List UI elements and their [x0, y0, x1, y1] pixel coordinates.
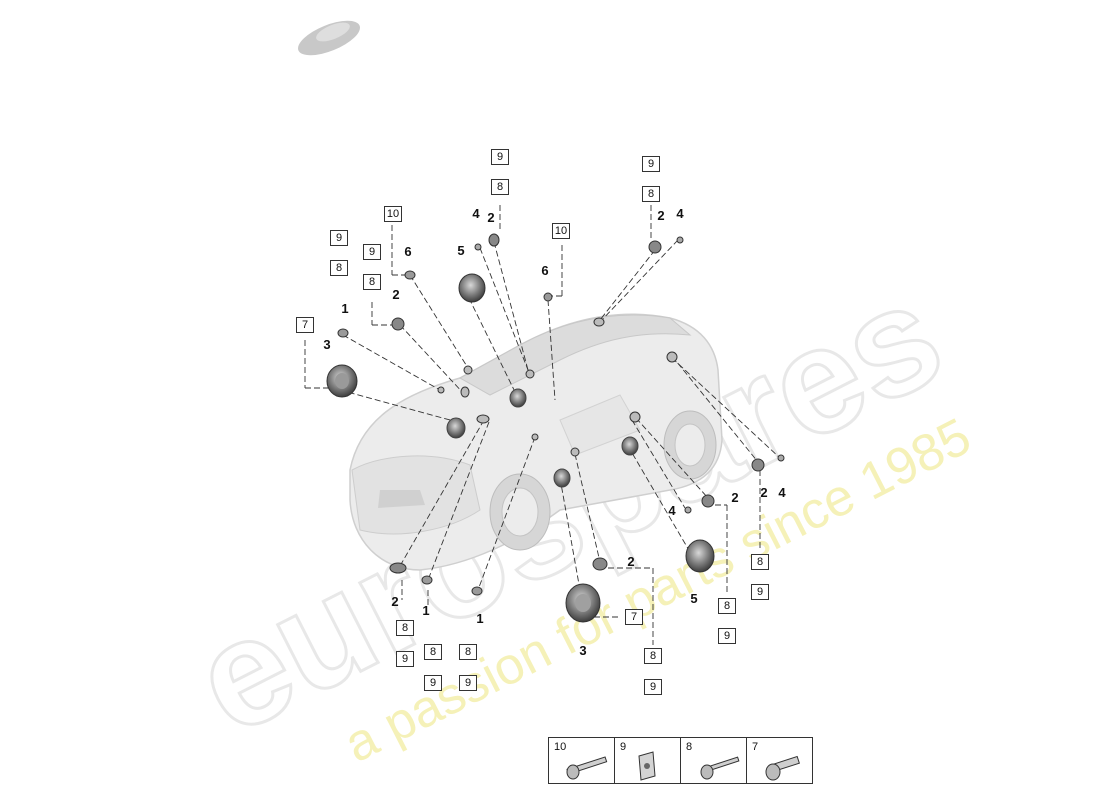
part-label: 4 [668, 503, 676, 518]
part-label: 2 [760, 485, 768, 500]
ref-box: 9 [491, 149, 509, 165]
ref-box: 7 [296, 317, 314, 333]
part-label: 5 [690, 591, 698, 606]
legend-number: 10 [554, 741, 567, 753]
ref-box: 8 [363, 274, 381, 290]
ref-box: 9 [718, 628, 736, 644]
part-label: 2 [487, 210, 495, 225]
ref-box: 9 [459, 675, 477, 691]
ref-box: 9 [396, 651, 414, 667]
ref-box: 9 [330, 230, 348, 246]
legend-number: 7 [752, 741, 759, 753]
bolt-long-icon [566, 756, 608, 780]
ref-box: 8 [459, 644, 477, 660]
ref-box: 8 [718, 598, 736, 614]
ref-box: 10 [384, 206, 402, 222]
ref-box: 8 [751, 554, 769, 570]
clip-nut-icon [638, 751, 656, 781]
part-label: 6 [404, 244, 412, 259]
ref-box: 9 [642, 156, 660, 172]
part-label: 2 [627, 554, 635, 569]
midrange-speaker-left [458, 273, 486, 303]
door-speaker-mount-1 [446, 417, 466, 439]
ref-box: 9 [751, 584, 769, 600]
midrange-speaker-right [685, 539, 715, 573]
part-label: 2 [731, 490, 739, 505]
ref-box: 10 [552, 223, 570, 239]
part-label: 4 [778, 485, 786, 500]
legend-cell: 8 [681, 738, 747, 783]
door-speaker-mount-4 [621, 436, 639, 456]
ref-box: 9 [424, 675, 442, 691]
part-label: 3 [323, 337, 331, 352]
part-label: 2 [657, 208, 665, 223]
part-label: 6 [541, 263, 549, 278]
part-label: 1 [476, 611, 484, 626]
ref-box: 8 [396, 620, 414, 636]
part-label: 2 [391, 594, 399, 609]
bolt-short-icon [765, 755, 800, 781]
legend-cell: 10 [549, 738, 615, 783]
screw-icon [700, 756, 740, 780]
part-label: 1 [341, 301, 349, 316]
ref-box: 8 [330, 260, 348, 276]
part-label: 5 [457, 243, 465, 258]
part-label: 2 [392, 287, 400, 302]
car-thumbnail-icon [298, 20, 360, 56]
part-label: 4 [472, 206, 480, 221]
part-label: 3 [579, 643, 587, 658]
part-label: 4 [676, 206, 684, 221]
legend-number: 9 [620, 741, 627, 753]
ref-box: 8 [644, 648, 662, 664]
part-label: 1 [422, 603, 430, 618]
ref-box: 8 [642, 186, 660, 202]
car-body [349, 313, 723, 571]
ref-box: 8 [424, 644, 442, 660]
legend-cell: 7 [747, 738, 812, 783]
legend-cell: 9 [615, 738, 681, 783]
ref-box: 8 [491, 179, 509, 195]
ref-box: 9 [363, 244, 381, 260]
ref-box: 7 [625, 609, 643, 625]
legend-number: 8 [686, 741, 693, 753]
leader-lines [304, 205, 781, 645]
fastener-legend: 10 9 8 7 [548, 737, 813, 784]
door-speaker-mount-2 [509, 388, 527, 408]
speaker-components [326, 233, 785, 623]
ref-box: 9 [644, 679, 662, 695]
door-speaker-mount-3 [553, 468, 571, 488]
